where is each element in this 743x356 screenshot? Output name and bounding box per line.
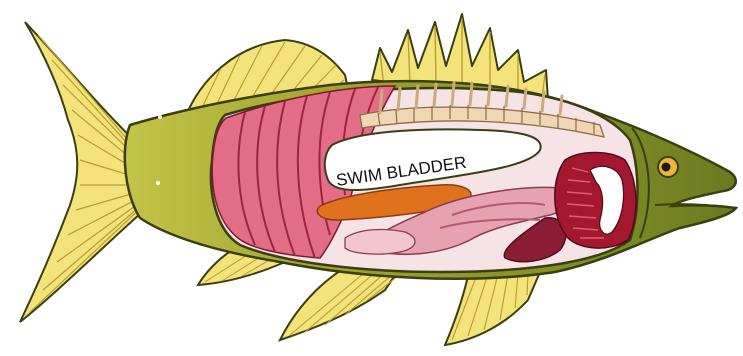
pupil bbox=[662, 163, 671, 172]
pyloric-caeca bbox=[345, 230, 415, 255]
lateral-pore bbox=[158, 115, 162, 119]
gills bbox=[555, 153, 636, 249]
lateral-pore bbox=[156, 181, 160, 185]
